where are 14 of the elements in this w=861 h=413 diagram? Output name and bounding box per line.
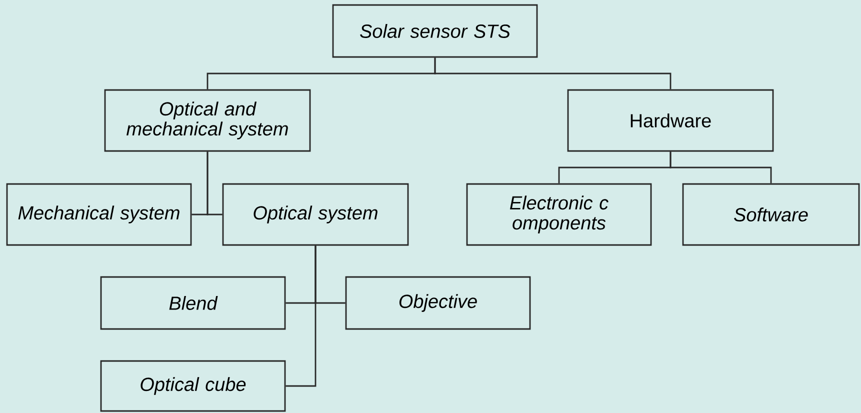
category-box: Solar sensor STS (332, 4, 538, 58)
category-box: Blend (100, 276, 286, 330)
category-box: Electronic c omponents (466, 183, 652, 246)
category-box: Optical and mechanical system (104, 89, 311, 152)
connector-line (286, 246, 316, 387)
category-box: Mechanical system (6, 183, 192, 246)
connector-line (670, 152, 772, 184)
category-box: Optical cube (100, 360, 286, 412)
connector-line (206, 152, 222, 216)
category-box: Objective (345, 276, 531, 330)
connector-line (434, 58, 672, 90)
category-box: Optical system (222, 183, 409, 246)
category-box: Software (682, 183, 860, 246)
category-box: Hardware (567, 89, 774, 152)
